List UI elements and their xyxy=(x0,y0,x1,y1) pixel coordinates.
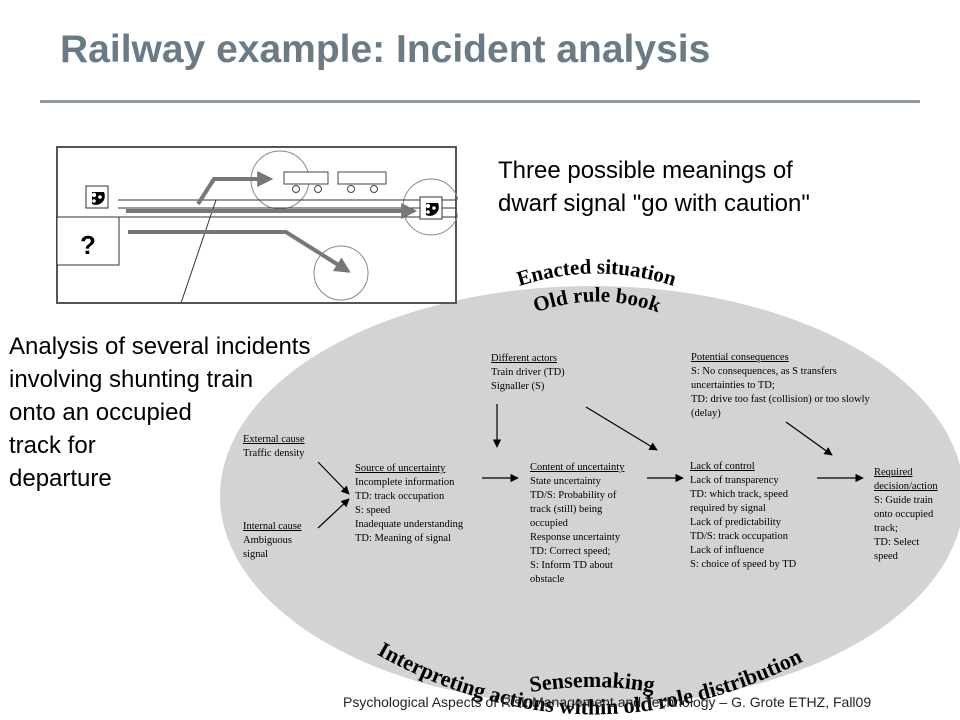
block-line: TD: drive too fast (collision) or too sl… xyxy=(691,394,870,405)
block-content-of-uncertainty: Content of uncertainty State uncertainty… xyxy=(530,461,624,587)
track-diagram-frame xyxy=(56,146,457,304)
block-heading: Different actors xyxy=(491,353,557,364)
block-required-decision-action: Required decision/action S: Guide train … xyxy=(874,466,938,564)
incident-analysis-description: Analysis of several incidents involving … xyxy=(9,333,311,492)
block-potential-consequences: Potential consequences S: No consequence… xyxy=(691,351,870,421)
block-line: TD/S: track occupation xyxy=(690,531,788,542)
block-line: TD: which track, speed xyxy=(690,489,788,500)
block-line: Signaller (S) xyxy=(491,381,545,392)
block-source-of-uncertainty: Source of uncertainty Incomplete informa… xyxy=(355,462,463,546)
arrow-consequences-to-decision xyxy=(785,421,833,456)
block-line: Lack of transparency xyxy=(690,475,779,486)
block-line: track; xyxy=(874,523,898,534)
block-line: TD: Meaning of signal xyxy=(355,533,451,544)
arrow-internal-to-source xyxy=(317,498,350,529)
block-line: Lack of predictability xyxy=(690,517,781,528)
title-divider xyxy=(40,100,920,103)
arrow-route-lower xyxy=(128,230,351,273)
block-line: speed xyxy=(874,551,898,562)
block-line: Incomplete information xyxy=(355,477,455,488)
block-line: Ambiguous xyxy=(243,535,293,546)
block-lack-of-control: Lack of control Lack of transparency TD:… xyxy=(690,460,796,572)
block-line: Traffic density xyxy=(243,448,305,459)
block-line: obstacle xyxy=(530,574,565,585)
caption-dwarf-signal: Three possible meanings of dwarf signal … xyxy=(498,157,810,217)
block-heading: decision/action xyxy=(874,481,938,492)
footer-credit: Psychological Aspects of Risk Management… xyxy=(343,694,872,710)
block-line: onto occupied xyxy=(874,509,934,520)
block-heading: Lack of control xyxy=(690,461,755,472)
block-line: track (still) being xyxy=(530,504,603,515)
arrow-route-upper xyxy=(196,171,274,206)
train-car-2 xyxy=(337,171,387,185)
grey-ellipse xyxy=(220,286,960,706)
block-line: Inadequate understanding xyxy=(355,519,464,530)
block-heading: External cause xyxy=(243,434,305,445)
block-external-cause: External cause Traffic density xyxy=(243,433,305,461)
block-line: S: speed xyxy=(355,505,391,516)
train-car-1 xyxy=(283,171,329,185)
block-line: S: Guide train xyxy=(874,495,933,506)
block-line: TD: track occupation xyxy=(355,491,445,502)
page-title: Railway example: Incident analysis xyxy=(60,28,711,71)
question-box xyxy=(56,216,120,266)
block-line: State uncertainty xyxy=(530,476,601,487)
dwarf-signal-left xyxy=(85,185,109,209)
block-line: Train driver (TD) xyxy=(491,367,565,378)
block-line: required by signal xyxy=(690,503,766,514)
block-heading: Content of uncertainty xyxy=(530,462,625,473)
block-line: Response uncertainty xyxy=(530,532,621,543)
block-line: S: No consequences, as S transfers xyxy=(691,366,837,377)
block-line: TD: Correct speed; xyxy=(530,546,611,557)
block-line: signal xyxy=(243,549,269,560)
block-heading: Source of uncertainty xyxy=(355,463,446,474)
block-line: S: choice of speed by TD xyxy=(690,559,797,570)
block-line: uncertainties to TD; xyxy=(691,380,775,391)
dwarf-signal-right xyxy=(419,196,443,220)
block-different-actors: Different actors Train driver (TD) Signa… xyxy=(491,352,565,394)
track-branch xyxy=(180,199,217,304)
block-line: TD/S: Probability of xyxy=(530,490,617,501)
block-heading: Required xyxy=(874,467,913,478)
arrow-external-to-source xyxy=(317,461,350,495)
block-line: (delay) xyxy=(691,408,721,419)
arrow-actors-to-control xyxy=(585,406,658,451)
block-heading: Internal cause xyxy=(243,521,302,532)
question-mark-label: ? xyxy=(80,229,96,260)
block-line: Lack of influence xyxy=(690,545,765,556)
block-heading: Potential consequences xyxy=(691,352,789,363)
block-line: TD: Select xyxy=(874,537,920,548)
block-internal-cause: Internal cause Ambiguous signal xyxy=(243,520,302,562)
highlight-circle-bottom xyxy=(313,245,369,301)
block-line: occupied xyxy=(530,518,568,529)
track-diagram xyxy=(56,146,458,304)
block-line: S: Inform TD about xyxy=(530,560,613,571)
train-wheels xyxy=(292,185,378,193)
